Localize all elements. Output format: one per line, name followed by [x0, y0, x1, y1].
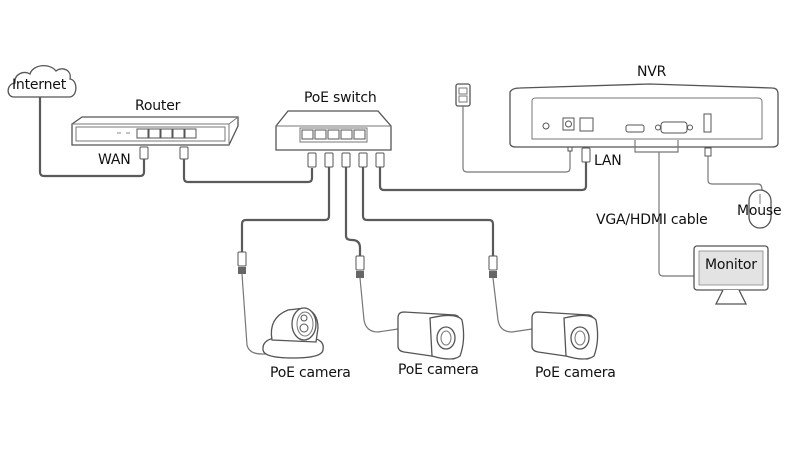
cloud-icon	[7, 65, 77, 98]
camera-label: PoE camera	[270, 365, 351, 381]
pigtail-camera-3	[492, 277, 533, 333]
mouse-label: Mouse	[737, 203, 782, 219]
cable-router-switch	[182, 159, 314, 184]
cable-switch-camera-2	[344, 167, 362, 256]
switch-ports	[301, 129, 366, 140]
rj45-plug-icon	[324, 152, 334, 168]
power-port-icon	[562, 117, 575, 131]
camera-label: PoE camera	[398, 362, 479, 378]
bullet-camera-icon	[531, 311, 599, 360]
cable-nvr-monitor	[634, 140, 698, 277]
nvr	[509, 83, 779, 148]
rj45-plug-icon	[307, 152, 317, 168]
rj45-plug-icon	[358, 152, 368, 168]
router	[71, 116, 239, 146]
vga-port-icon	[660, 121, 688, 134]
cable-switch-nvr	[378, 162, 588, 192]
internet-label: Internet	[12, 77, 66, 93]
camera-label: PoE camera	[535, 365, 616, 381]
nvr-label: NVR	[637, 64, 667, 80]
power-adapter-icon	[455, 83, 471, 107]
wan-label: WAN	[98, 152, 131, 168]
lan-port-icon	[579, 117, 594, 132]
dome-camera-icon	[262, 307, 324, 359]
camera-connectors	[237, 251, 498, 278]
poe-switch-label: PoE switch	[304, 90, 377, 106]
cable-power-nvr	[462, 106, 571, 173]
ground-port-icon	[542, 122, 550, 130]
monitor-label: Monitor	[705, 257, 757, 273]
router-label: Router	[135, 98, 181, 114]
usb-plug-icon	[704, 147, 712, 157]
cable-internet-router	[38, 97, 146, 178]
monitor-icon	[693, 245, 769, 305]
bullet-camera-icon	[397, 311, 465, 360]
cable-nvr-mouse	[707, 156, 763, 191]
nvr-rear-ports	[542, 113, 712, 134]
internet-cloud	[7, 65, 77, 98]
router-ports	[136, 128, 197, 139]
vga-hdmi-cable-label: VGA/HDMI cable	[596, 212, 708, 228]
rj45-plug-icon	[179, 146, 189, 160]
lan-label: LAN	[594, 153, 622, 169]
rj45-plug-icon	[581, 147, 591, 163]
cable-switch-camera-1	[240, 167, 331, 252]
mouse-icon	[748, 189, 772, 229]
poe-switch	[275, 110, 392, 151]
pigtail-camera-1	[241, 273, 280, 355]
rj45-plug-icon	[139, 146, 149, 160]
rj45-plug-icon	[375, 152, 385, 168]
rj45-plug-icon	[341, 152, 351, 168]
usb-port-icon	[703, 113, 712, 133]
cable-switch-camera-3	[361, 167, 495, 256]
pigtail-camera-2	[359, 277, 399, 333]
hdmi-port-icon	[625, 124, 645, 133]
